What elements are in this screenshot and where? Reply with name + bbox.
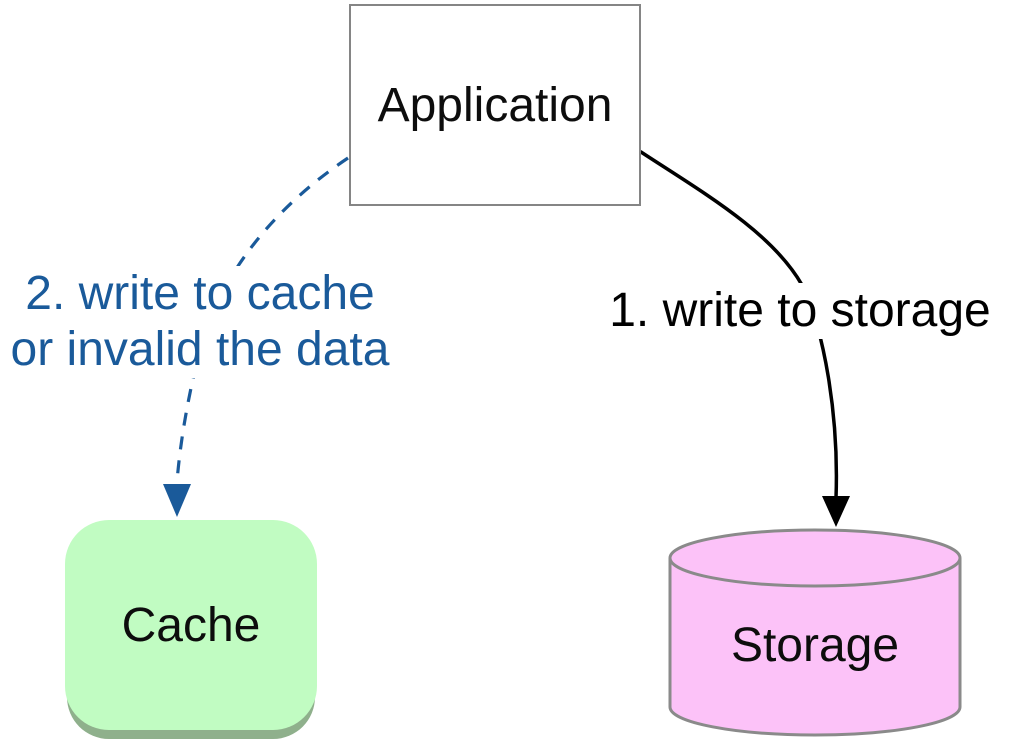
edge-label-write-to-cache-line2: or invalid the data <box>10 323 390 376</box>
edge-label-write-to-cache-line1: 2. write to cache <box>25 267 375 320</box>
node-application-label: Application <box>377 78 613 132</box>
node-storage: Storage <box>670 570 960 720</box>
storage-cylinder-body <box>668 558 962 737</box>
edge-write-to-cache-arrowhead <box>163 484 191 517</box>
node-application: Application <box>349 4 641 206</box>
edge-write-to-storage-arrowhead <box>822 496 850 527</box>
storage-cylinder-top <box>668 528 962 588</box>
node-cache: Cache <box>65 520 317 730</box>
edge-label-write-to-cache: 2. write to cache or invalid the data <box>0 266 400 378</box>
node-cache-label: Cache <box>121 598 261 652</box>
edge-label-write-to-storage: 1. write to storage <box>598 283 1002 339</box>
node-storage-label: Storage <box>730 618 900 672</box>
